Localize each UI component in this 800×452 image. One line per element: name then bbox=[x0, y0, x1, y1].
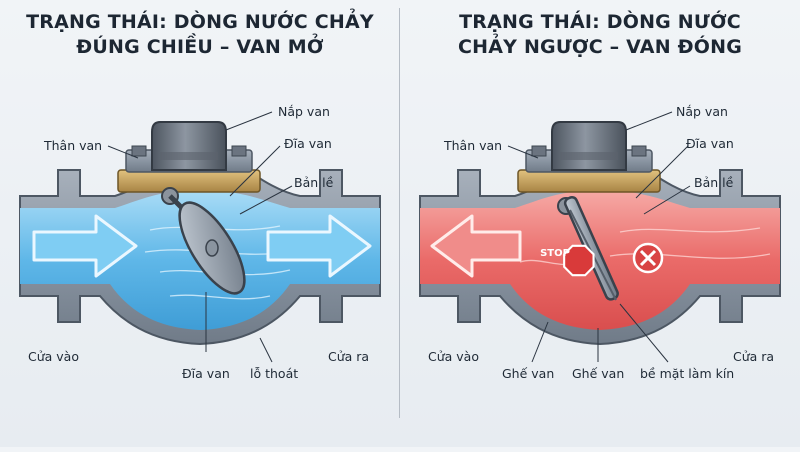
right-valve: STOP bbox=[419, 111, 781, 363]
left-valve bbox=[19, 111, 381, 363]
left-label-disc-bottom: Đĩa van bbox=[182, 366, 230, 381]
right-label-disc-top: Đĩa van bbox=[686, 136, 734, 151]
left-valve-cap bbox=[151, 121, 227, 171]
left-valve-disc bbox=[168, 194, 246, 295]
right-label-seal: bề mặt làm kín bbox=[640, 366, 735, 381]
left-title-line2: ĐÚNG CHIỀU – VAN MỞ bbox=[76, 36, 324, 58]
right-label-hinge: Bản lề bbox=[694, 175, 734, 190]
right-label-seat-1: Ghế van bbox=[502, 366, 555, 381]
left-label-drain: lỗ thoát bbox=[250, 366, 299, 381]
right-label-cap: Nắp van bbox=[676, 104, 728, 119]
stop-sign: STOP bbox=[540, 244, 595, 277]
stop-sign-text: STOP bbox=[540, 248, 570, 259]
left-inlet-arrow bbox=[32, 214, 138, 278]
right-valve-cap bbox=[551, 121, 627, 171]
left-title-line1: TRẠNG THÁI: DÒNG NƯỚC CHẢY bbox=[26, 11, 374, 33]
left-label-inlet: Cửa vào bbox=[28, 349, 79, 364]
right-title-line2: CHẢY NGƯỢC – VAN ĐÓNG bbox=[458, 36, 742, 58]
right-panel-title: TRẠNG THÁI: DÒNG NƯỚC CHẢY NGƯỢC – VAN Đ… bbox=[400, 10, 800, 60]
left-panel-title: TRẠNG THÁI: DÒNG NƯỚC CHẢY ĐÚNG CHIỀU – … bbox=[0, 10, 400, 60]
left-label-hinge: Bản lề bbox=[294, 175, 334, 190]
left-label-disc-top: Đĩa van bbox=[284, 136, 332, 151]
right-title-line1: TRẠNG THÁI: DÒNG NƯỚC bbox=[459, 11, 741, 33]
left-label-body: Thân van bbox=[44, 138, 103, 153]
right-label-seat-2: Ghế van bbox=[572, 366, 625, 381]
left-outlet-arrow bbox=[266, 214, 372, 278]
right-label-body: Thân van bbox=[444, 138, 503, 153]
left-label-cap: Nắp van bbox=[278, 104, 330, 119]
right-label-inlet: Cửa vào bbox=[428, 349, 479, 364]
panel-divider bbox=[399, 8, 400, 418]
left-label-outlet: Cửa ra bbox=[328, 349, 370, 364]
right-label-outlet: Cửa ra bbox=[733, 349, 775, 364]
blocked-flow-icon bbox=[632, 242, 664, 274]
right-reverse-arrow bbox=[430, 214, 522, 278]
